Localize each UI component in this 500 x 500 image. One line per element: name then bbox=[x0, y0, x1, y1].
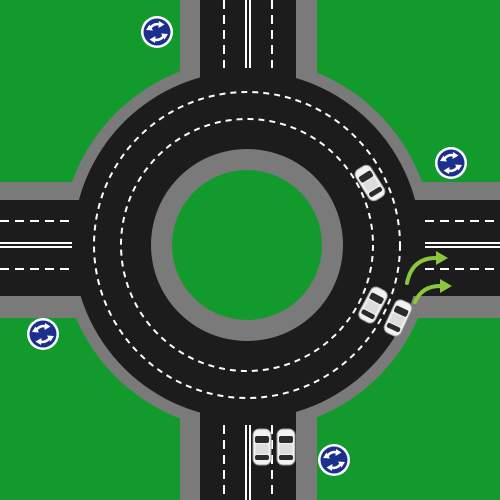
outer-lane-line bbox=[93, 91, 401, 399]
south-arm-markings bbox=[223, 425, 273, 500]
east-arm-markings bbox=[425, 220, 500, 270]
exit-arrow-east-lane2 bbox=[413, 284, 442, 304]
exit-arrows bbox=[405, 256, 442, 304]
car-south-approach-left bbox=[252, 428, 272, 466]
exit-arrow-east-lane2-head bbox=[440, 279, 452, 293]
roundabout-sign-sw bbox=[25, 316, 61, 352]
car-south-approach-right bbox=[276, 428, 296, 466]
central-island bbox=[172, 170, 322, 320]
exit-arrow-east-lane1 bbox=[405, 256, 438, 285]
west-arm-markings bbox=[0, 220, 72, 270]
roundabout-sign-nw bbox=[139, 14, 175, 50]
exit-arrow-east-lane1-head bbox=[436, 251, 448, 265]
roundabout-sign-ne bbox=[433, 145, 469, 181]
roundabout-sign-se bbox=[316, 442, 352, 478]
north-arm-markings bbox=[223, 0, 273, 68]
inner-lane-line bbox=[120, 118, 374, 372]
